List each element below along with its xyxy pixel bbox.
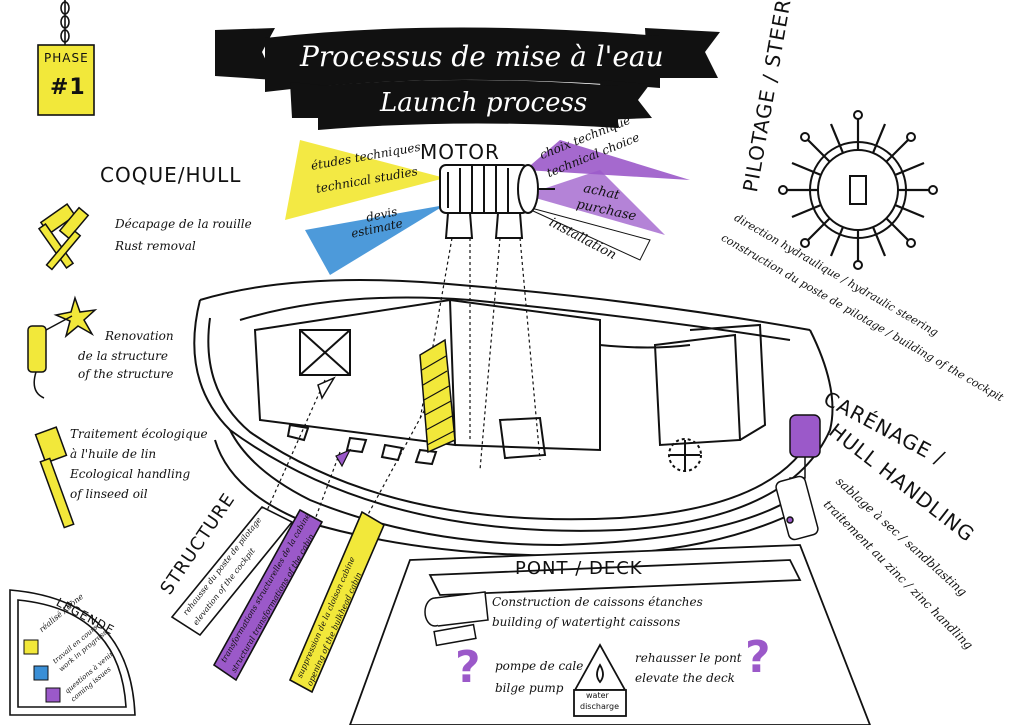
phase-tag-number: #1 (50, 75, 86, 100)
water-discharge-icon (573, 643, 627, 717)
steering-wheel-drawing (778, 110, 938, 270)
motor-rays (285, 140, 690, 275)
structure-marker-white (317, 376, 336, 400)
bulkhead-hatch (419, 338, 456, 454)
banner-title-en: Launch process (380, 88, 588, 118)
motor-title: MOTOR (420, 140, 500, 164)
motor-projection-lines (419, 237, 541, 471)
banner-ribbons (215, 27, 720, 130)
deck-elevate-fr: rehausser le pont (635, 651, 742, 665)
hull-reno-2: de la structure (78, 349, 168, 363)
paintbrush-icon (34, 426, 75, 529)
hull-eco-1: Traitement écologique (70, 427, 208, 441)
deck-question-mark-1: ? (455, 642, 481, 693)
deck-discharge-1: water (586, 691, 609, 700)
hull-eco-4: of linseed oil (70, 487, 148, 501)
phase-tag (37, 44, 95, 116)
boat-drawing (193, 279, 834, 557)
motor-drawing (439, 164, 555, 239)
deck-caissons-fr: Construction de caissons étanches (492, 595, 703, 609)
welding-torch-icon (27, 295, 98, 399)
structure-marker-purple (335, 448, 352, 468)
phase-tag-chain (60, 0, 70, 45)
structure-tags (170, 505, 386, 694)
legend-swatch-done (23, 639, 39, 655)
deck-caissons-en: building of watertight caissons (492, 615, 681, 629)
caisson-icon (424, 591, 489, 647)
deck-question-mark-2: ? (745, 632, 771, 683)
deck-title: PONT / DECK (515, 558, 643, 579)
phase-tag-line1: PHASE (44, 51, 89, 65)
hull-eco-3: Ecological handling (70, 467, 191, 481)
deck-pump-en: bilge pump (495, 681, 564, 695)
banner-title-fr: Processus de mise à l'eau (300, 40, 664, 73)
hammer-icon (37, 203, 90, 271)
hull-rust-en: Rust removal (115, 239, 196, 253)
hull-reno-1: Renovation (105, 329, 174, 343)
hull-reno-3: of the structure (78, 367, 174, 381)
paint-roller-icon (775, 414, 821, 541)
legend-swatch-issues (45, 687, 61, 703)
deck-platform (349, 544, 871, 725)
deck-pump-fr: pompe de cale (495, 659, 584, 673)
deck-elevate-en: elevate the deck (635, 671, 735, 685)
deck-discharge-2: discharge (580, 702, 619, 711)
hull-title: COQUE/HULL (100, 163, 242, 187)
hull-rust-fr: Décapage de la rouille (115, 217, 252, 231)
legend-swatch-progress (33, 665, 49, 681)
hull-eco-2: à l'huile de lin (70, 447, 157, 461)
